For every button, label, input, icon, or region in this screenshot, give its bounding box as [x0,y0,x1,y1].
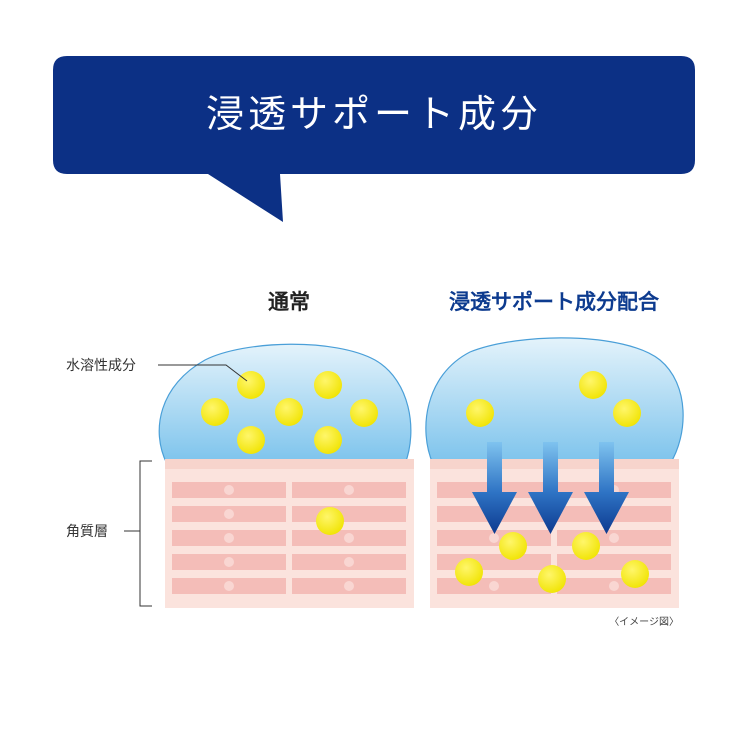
title-banner: 浸透サポート成分 [53,56,695,222]
callout-line [158,364,248,382]
particle-icon [314,371,342,399]
banner-title: 浸透サポート成分 [206,92,542,136]
skin-layer-normal [165,459,414,608]
callout-water-soluble: 水溶性成分 [66,358,248,382]
particle-icon [613,399,641,427]
down-arrow-icon [528,442,573,534]
callout-stratum-corneum: 角質層 [66,460,152,607]
particle-icon [201,398,229,426]
particle-icon [579,371,607,399]
down-arrow-icon [472,442,517,534]
particle-icon [499,532,527,560]
particles-support [466,371,641,427]
down-arrow-icon [584,442,629,534]
particle-icon [316,507,344,535]
panel-heading-normal: 通常 [268,290,310,314]
label-stratum-corneum: 角質層 [66,524,108,540]
panel-heading-support: 浸透サポート成分配合 [449,290,660,314]
penetration-arrows [472,442,629,534]
bracket [139,460,152,607]
particle-icon [466,399,494,427]
particle-icon [572,532,600,560]
particle-icon [275,398,303,426]
particles-normal [201,371,378,535]
particle-icon [237,371,265,399]
image-note: 〈イメージ図〉 [609,616,679,628]
particle-icon [314,426,342,454]
particle-icon [455,558,483,586]
particle-icon [350,399,378,427]
label-water-soluble: 水溶性成分 [66,358,136,374]
droplet-support [425,337,684,465]
particle-icon [538,565,566,593]
particles-penetrated [455,532,649,593]
particle-icon [237,426,265,454]
banner-bubble [53,56,695,222]
particle-icon [621,560,649,588]
